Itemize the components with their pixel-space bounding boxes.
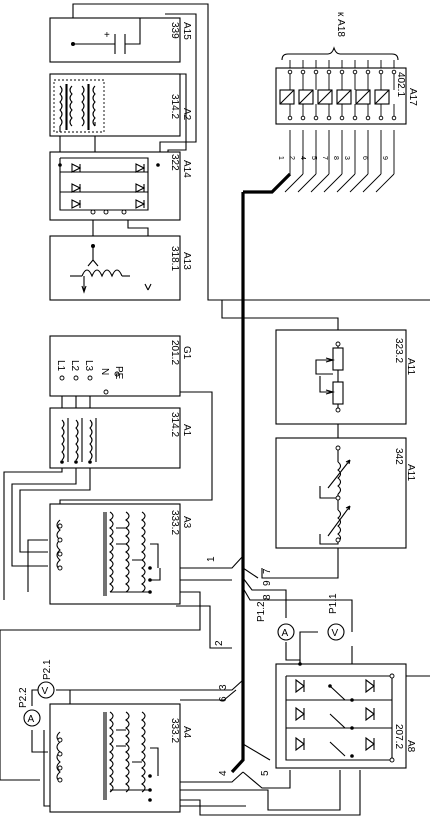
block-a3: 333.2 A3 [49,503,192,605]
block-g1: L1 L2 L3 N PE 201.2 G1 [49,335,192,397]
a17-ch-9: 9 [381,156,388,160]
a17-ch-7: 3 [343,156,350,160]
block-a15: + 339 A15 [49,17,192,63]
a17-name: A17 [407,88,418,106]
g1-l1: L1 [55,360,66,372]
p12-label: P1.2 [256,601,267,622]
g1-n: N [99,368,110,375]
a11-bot-name: A11 [405,464,416,481]
g1-l3: L3 [83,360,94,372]
p11-label: P1.1 [328,593,339,614]
a3-code: 333.2 [169,510,180,535]
wire-5: 5 [260,770,271,776]
g1-code: 201.2 [169,340,180,365]
a17-to: к A18 [335,12,346,37]
a11-top-code: 323.2 [393,338,404,363]
a17-ch-3: 4 [299,156,306,160]
p11-symbol: V [332,628,339,639]
block-a1: 314.2 A1 [49,407,192,469]
wiring [0,3,430,816]
meter-p22: A P2.2 [18,687,41,727]
a8-code: 207.2 [393,724,404,749]
a3-name: A3 [181,516,192,529]
a11-top-name: A11 [405,358,416,375]
p12-symbol: A [282,628,289,639]
a2-name: A2 [181,108,192,121]
p21-label: P2.1 [42,659,53,680]
a15-name: A15 [181,22,192,40]
g1-name: G1 [181,346,192,360]
a13-name: A13 [181,252,192,270]
block-a14: 322 A14 [49,151,192,221]
a17-ch-8: 6 [361,156,368,160]
p21-symbol: V [42,686,49,697]
block-a13: 318.1 A13 [49,235,192,301]
wire-1: 1 [206,556,217,562]
block-a2: 314.2 A2 [49,73,192,137]
a1-name: A1 [181,424,192,437]
a17-ch-6: 8 [332,156,339,160]
block-a8: 207.2 A8 [275,662,416,769]
wire-8: 8 [262,594,273,600]
meter-p11: V P1.1 [327,593,345,641]
a14-code: 322 [169,154,180,171]
block-a11-bottom: 342 A11 [275,437,416,549]
wire-3: 3 [218,684,229,690]
meter-p12: A P1.2 [256,601,295,641]
a4-code: 333.2 [169,718,180,743]
wire-4: 4 [218,770,229,776]
p22-label: P2.2 [18,687,29,708]
a13-code: 318.1 [169,246,180,271]
g1-pe: PE [113,366,124,380]
wire-9: 9 [262,580,273,586]
a11-bot-code: 342 [393,448,404,465]
wire-6: 6 [218,696,229,702]
a17-ch-1: 1 [277,156,284,160]
a1-code: 314.2 [169,412,180,437]
wire-7: 7 [262,568,273,574]
wire-numbers: 1 7 9 8 2 3 6 4 5 [206,556,273,776]
a15-code: 339 [169,22,180,39]
a4-name: A4 [181,726,192,739]
a8-name: A8 [405,740,416,753]
p22-symbol: A [28,714,35,725]
block-a4: 333.2 A4 [49,703,192,813]
a15-plus: + [104,30,110,41]
block-a11-top: 323.2 A11 [275,329,416,425]
a2-code: 314.2 [169,94,180,119]
a17-ch-5: 7 [321,156,328,160]
a14-name: A14 [181,160,192,178]
a17-code: 402.1 [395,72,406,97]
wire-2: 2 [214,640,225,646]
block-a17: к A18 402.1 A17 1 2 4 5 7 8 3 6 9 [275,12,418,160]
a17-ch-4: 5 [310,156,317,160]
g1-l2: L2 [69,360,80,372]
a17-ch-2: 2 [288,156,295,160]
meter-p21: V P2.1 [37,659,55,699]
